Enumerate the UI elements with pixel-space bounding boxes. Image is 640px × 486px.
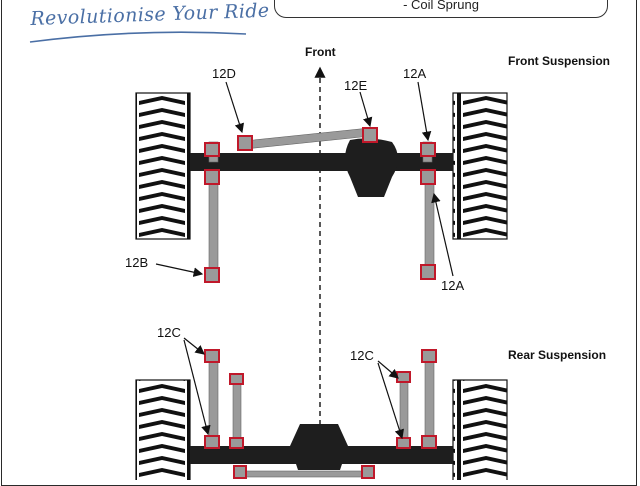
bush-rear-right-outer-top	[421, 349, 437, 363]
bush-12e	[362, 127, 378, 143]
bush-front-left-upper	[204, 142, 220, 157]
rear-differential	[290, 424, 348, 470]
front-direction-label: Front	[305, 45, 336, 59]
bush-rear-panhard-left	[233, 465, 247, 479]
wheel-front-right	[452, 92, 508, 240]
front-lower-link-right	[424, 177, 435, 271]
title-box: - Coil Sprung	[274, 0, 608, 18]
rear-suspension-label: Rear Suspension	[508, 348, 607, 362]
rear-outer-link-right	[424, 354, 435, 444]
callout-12c-left: 12C	[157, 325, 181, 340]
callout-12d: 12D	[212, 66, 236, 81]
bush-rear-left-inner-axle	[229, 437, 244, 449]
front-axle-beam	[190, 153, 453, 171]
wheel-rear-left	[135, 379, 191, 480]
tagline-underline	[29, 31, 247, 43]
bush-rear-right-inner-axle	[396, 437, 411, 449]
rear-outer-link-left	[208, 354, 219, 444]
pointer-12c-right-b	[377, 362, 405, 440]
pointer-12c-right-a	[377, 360, 399, 379]
pointer-12b	[155, 263, 204, 277]
bush-rear-right-outer-axle	[421, 435, 437, 449]
pointer-12e	[359, 91, 373, 128]
bush-12b	[204, 267, 220, 283]
bush-rear-left-outer-axle	[204, 435, 220, 449]
rear-inner-link-right	[399, 377, 409, 443]
pointer-12a-top	[417, 81, 432, 142]
bush-12d	[237, 135, 253, 151]
front-suspension-label: Front Suspension	[508, 54, 610, 68]
front-differential	[345, 138, 398, 197]
callout-12c-right: 12C	[350, 348, 374, 363]
pointer-12c-left-a	[183, 337, 205, 355]
bush-rear-panhard-right	[361, 465, 375, 479]
pointer-12d	[225, 81, 245, 134]
bush-rear-left-outer-top	[204, 349, 220, 363]
callout-12a-bottom: 12A	[441, 278, 465, 293]
bush-front-left-axle	[204, 169, 220, 185]
bush-12a-lower	[420, 264, 436, 280]
rear-panhard-rod	[239, 470, 371, 478]
callout-12e: 12E	[344, 78, 368, 93]
front-lower-link-left	[208, 177, 219, 272]
callout-12a-top: 12A	[403, 66, 427, 81]
pointer-12a-bottom	[431, 192, 454, 277]
bush-rear-right-inner-top	[396, 371, 411, 383]
pointer-12c-left-b	[183, 339, 211, 436]
bush-12a-upper	[420, 142, 436, 157]
bush-rear-left-inner-top	[229, 373, 244, 385]
callout-12b: 12B	[125, 255, 149, 270]
wheel-front-left	[135, 92, 191, 240]
bush-front-right-axle	[420, 169, 436, 185]
subtitle: - Coil Sprung	[403, 0, 479, 12]
wheel-rear-right	[452, 379, 508, 480]
rear-inner-link-left	[232, 377, 242, 443]
